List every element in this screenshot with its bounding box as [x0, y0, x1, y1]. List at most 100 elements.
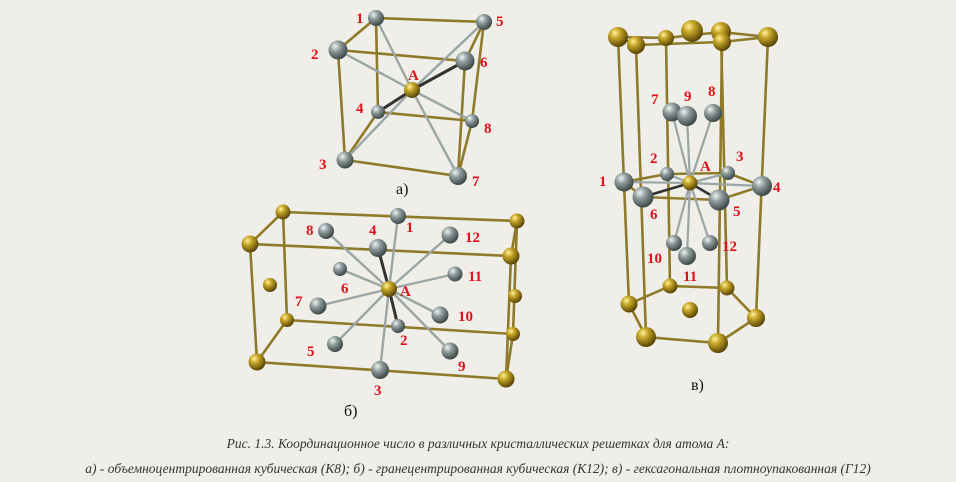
corner-atom	[248, 353, 266, 371]
bottom-atom	[662, 278, 678, 294]
bottom-atom	[636, 327, 656, 347]
label-4: 4	[356, 101, 364, 117]
label-8: 8	[708, 84, 716, 100]
label-5: 5	[307, 344, 315, 360]
bcc-frame	[334, 16, 487, 178]
label-3: 3	[319, 157, 327, 173]
label-6: 6	[650, 207, 658, 223]
label-1: 1	[356, 11, 364, 27]
atom-1	[368, 10, 384, 26]
atom-10	[431, 306, 449, 324]
label-7: 7	[295, 294, 303, 310]
bcc-diagram: 1 2 3 4 5 6 7 8 A а)	[311, 10, 504, 198]
corner-atom	[280, 313, 294, 327]
caption-line-2: а) - объемноцентрированная кубическая (К…	[85, 461, 871, 476]
label-center-a: A	[408, 68, 419, 84]
label-12: 12	[465, 230, 480, 246]
label-3: 3	[736, 149, 744, 165]
label-4: 4	[773, 180, 781, 196]
corner-atom	[506, 327, 520, 341]
atom-1	[390, 208, 406, 224]
hcp-atoms	[608, 20, 778, 353]
face-atom	[508, 289, 522, 303]
label-2: 2	[400, 333, 408, 349]
top-atom	[758, 27, 778, 47]
atom-2	[660, 167, 674, 181]
corner-atom	[275, 204, 291, 220]
bcc-atoms	[328, 10, 492, 185]
atom-5	[476, 14, 492, 30]
atom-center-a	[404, 82, 420, 98]
atom-center-a	[682, 175, 698, 191]
label-center-a: A	[400, 284, 411, 300]
label-7: 7	[472, 174, 480, 190]
atom-11	[447, 266, 463, 282]
atom-8	[318, 223, 334, 239]
atom-3	[336, 151, 354, 169]
label-2: 2	[311, 47, 319, 63]
sublabel-b: б)	[344, 403, 357, 420]
atom-4	[371, 105, 385, 119]
top-atom	[608, 27, 628, 47]
atom-10	[666, 235, 682, 251]
label-12: 12	[722, 239, 737, 255]
atom-2	[328, 40, 348, 60]
label-1: 1	[599, 174, 607, 190]
atom-12	[441, 226, 459, 244]
atom-7	[309, 297, 327, 315]
corner-atom	[241, 235, 259, 253]
bottom-atom	[719, 280, 735, 296]
label-5: 5	[733, 204, 741, 220]
caption-line-1: Рис. 1.3. Координационное число в различ…	[226, 436, 730, 451]
atom-2	[391, 319, 405, 333]
bottom-atom	[747, 309, 765, 327]
label-8: 8	[306, 223, 314, 239]
atom-6	[455, 51, 475, 71]
face-atom	[263, 278, 277, 292]
atom-11	[678, 247, 696, 265]
corner-atom	[497, 370, 515, 388]
label-9: 9	[458, 359, 466, 375]
atom-4	[369, 239, 387, 257]
label-11: 11	[683, 269, 697, 285]
atom-9	[677, 106, 697, 126]
sublabel-a: а)	[396, 181, 408, 198]
bcc-bonds	[337, 17, 485, 177]
bottom-atom	[620, 295, 638, 313]
inner-atom	[682, 302, 698, 318]
label-11: 11	[468, 269, 482, 285]
label-1: 1	[406, 220, 414, 236]
fcc-bonds	[317, 215, 456, 371]
label-6: 6	[341, 281, 349, 297]
label-8: 8	[484, 121, 492, 137]
top-atom	[681, 20, 703, 42]
atom-1	[614, 172, 634, 192]
label-6: 6	[480, 55, 488, 71]
label-7: 7	[651, 92, 659, 108]
top-atom	[627, 36, 645, 54]
atom-6	[632, 186, 654, 208]
label-2: 2	[650, 151, 658, 167]
atom-12	[702, 235, 718, 251]
atom-7	[449, 167, 467, 185]
atom-4	[752, 176, 772, 196]
fcc-atoms	[241, 204, 525, 388]
bottom-atom	[708, 333, 728, 353]
label-center-a: A	[700, 159, 711, 175]
label-9: 9	[684, 89, 692, 105]
hcp-diagram: 1 2 3 4 5 6 7 8 9 10 11 12 A в)	[599, 20, 781, 394]
atom-6	[333, 262, 347, 276]
sublabel-c: в)	[691, 377, 704, 394]
top-atom	[713, 33, 731, 51]
top-atom	[658, 30, 674, 46]
atom-8	[704, 104, 722, 122]
atom-9	[441, 342, 459, 360]
label-10: 10	[647, 251, 662, 267]
fcc-numbers: 1 2 3 4 5 6 7 8 9 10 11 12 A	[295, 220, 482, 399]
atom-5	[708, 189, 730, 211]
label-5: 5	[496, 14, 504, 30]
corner-atom	[502, 247, 520, 265]
fcc-diagram: 1 2 3 4 5 6 7 8 9 10 11 12 A б)	[241, 204, 525, 420]
atom-center-a	[381, 281, 397, 297]
